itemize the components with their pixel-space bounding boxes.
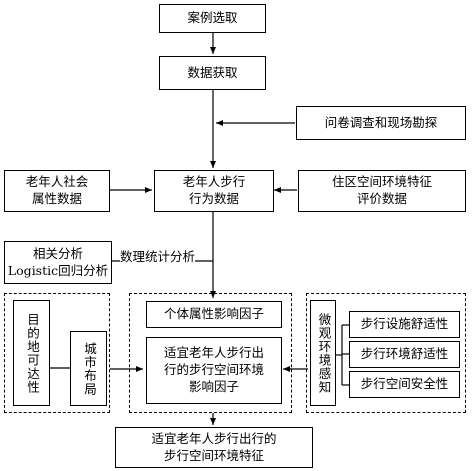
data-acquisition-box: 数据获取 (159, 56, 266, 90)
destination-label: 目的地可达性 (24, 312, 40, 394)
walking-env-factor-line1: 适宜老年人步行出 (163, 345, 264, 361)
result-line1: 适宜老年人步行出行的 (151, 430, 277, 446)
analysis-box: 相关分析 Logistic回归分析 (4, 241, 112, 284)
data-acquisition-label: 数据获取 (187, 64, 238, 80)
safety-label: 步行空间安全性 (360, 376, 449, 392)
result-line2: 步行空间环境特征 (163, 447, 264, 463)
walking-env-factor-line3: 影响因子 (188, 378, 239, 394)
analysis-line1: 相关分析 (32, 245, 83, 261)
micro-env-box: 微观环境感知 (310, 300, 336, 406)
social-attribute-line1: 老年人社会 (25, 174, 89, 190)
analysis-line2: Logistic回归分析 (7, 262, 109, 278)
walking-env-factor-box: 适宜老年人步行出 行的步行空间环境 影响因子 (146, 337, 282, 404)
survey-box: 问卷调查和现场勘探 (296, 106, 466, 140)
walking-behavior-line1: 老年人步行 (182, 174, 246, 190)
city-layout-box: 城市布局 (70, 331, 107, 406)
env-evaluation-box: 住区空间环境特征 评价数据 (298, 170, 466, 212)
comfort-env-label: 步行环境舒适性 (360, 346, 449, 362)
walking-behavior-box: 老年人步行 行为数据 (154, 170, 274, 212)
micro-env-label: 微观环境感知 (316, 312, 332, 394)
social-attribute-box: 老年人社会 属性数据 (4, 170, 110, 212)
individual-factor-box: 个体属性影响因子 (146, 301, 282, 328)
case-selection-box: 案例选取 (159, 4, 266, 33)
walking-env-factor-line2: 行的步行空间环境 (163, 362, 264, 378)
destination-box: 目的地可达性 (13, 300, 50, 406)
stats-label: 数理统计分析 (120, 246, 196, 265)
comfort-facility-box: 步行设施舒适性 (349, 311, 460, 338)
env-evaluation-line2: 评价数据 (356, 191, 407, 206)
center-dashed-group (129, 293, 292, 413)
survey-label: 问卷调查和现场勘探 (324, 114, 438, 130)
right-dashed-group (306, 293, 466, 413)
comfort-env-box: 步行环境舒适性 (349, 341, 460, 368)
individual-factor-label: 个体属性影响因子 (163, 306, 264, 322)
social-attribute-line2: 属性数据 (31, 191, 82, 206)
env-evaluation-line1: 住区空间环境特征 (331, 174, 432, 190)
walking-behavior-line2: 行为数据 (188, 191, 239, 206)
safety-box: 步行空间安全性 (349, 371, 460, 398)
result-box: 适宜老年人步行出行的 步行空间环境特征 (115, 427, 313, 468)
city-layout-label: 城市布局 (81, 341, 97, 396)
left-dashed-group (4, 293, 110, 413)
case-selection-label: 案例选取 (187, 10, 238, 26)
comfort-facility-label: 步行设施舒适性 (360, 316, 449, 332)
